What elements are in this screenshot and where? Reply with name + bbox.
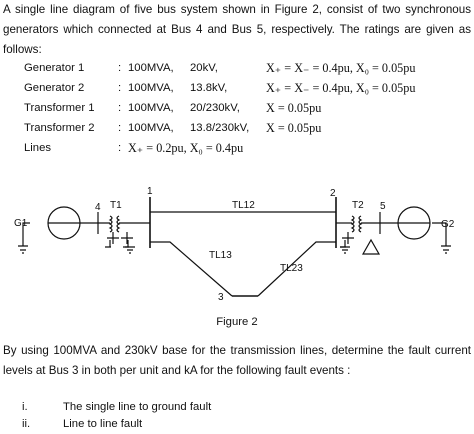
rating-kv: 20/230kV, (190, 102, 240, 114)
bus-3-label: 3 (218, 292, 224, 303)
rating-kv: 13.8kV, (190, 82, 228, 94)
rating-name: Transformer 2 (24, 122, 95, 134)
transformer-2-label: T2 (352, 200, 364, 211)
transformer-1: T1 (105, 200, 150, 254)
rating-separator: : (118, 82, 122, 94)
generator-1: G1 (14, 206, 81, 254)
intro-paragraph: A single line diagram of five bus system… (3, 3, 471, 56)
generator-1-label: G1 (14, 218, 28, 229)
fault-event-number: i. (22, 401, 28, 413)
generator-2: G2 (396, 206, 455, 254)
generator-2-label: G2 (441, 219, 455, 230)
rating-kv: 20kV, (190, 62, 218, 74)
single-line-diagram: G1 4 T1 1 TL12 2 TL13 TL23 3 T2 5 (14, 186, 455, 303)
rating-mva: 100MVA, (128, 62, 174, 74)
line-tl13 (150, 241, 233, 297)
line-tl12-label: TL12 (232, 200, 255, 211)
rating-separator: : (118, 102, 122, 114)
line-tl23 (257, 241, 336, 297)
question-paragraph: By using 100MVA and 230kV base for the t… (3, 344, 471, 377)
rating-mva: 100MVA, (128, 102, 174, 114)
rating-mva: 100MVA, (128, 82, 174, 94)
bus-2-label: 2 (330, 188, 336, 199)
rating-separator: : (118, 122, 122, 134)
rating-name: Generator 2 (24, 82, 85, 94)
transformer-2: T2 (336, 200, 381, 255)
rating-name: Generator 1 (24, 62, 85, 74)
rating-impedance: X₊ = X₋ = 0.4pu, X₀ = 0.05pu (266, 61, 416, 75)
rating-impedance: X = 0.05pu (266, 121, 322, 135)
fault-event-text: The single line to ground fault (63, 401, 212, 413)
bus-4-label: 4 (95, 202, 101, 213)
bus-5-label: 5 (380, 201, 386, 212)
figure-caption: Figure 2 (216, 316, 258, 328)
transformer-1-label: T1 (110, 200, 122, 211)
rating-kv: 13.8/230kV, (190, 122, 250, 134)
rating-name: Lines (24, 142, 52, 154)
rating-impedance: X₊ = X₋ = 0.4pu, X₀ = 0.05pu (266, 81, 416, 95)
rating-impedance: X = 0.05pu (266, 101, 322, 115)
rating-separator: : (118, 142, 122, 154)
fault-event-text: Line to line fault (63, 418, 143, 430)
bus-1-label: 1 (147, 186, 153, 197)
rating-separator: : (118, 62, 122, 74)
rating-line-impedance: X₊ = 0.2pu, X₀ = 0.4pu (128, 141, 244, 155)
fault-event-number: ii. (22, 418, 31, 430)
line-tl13-label: TL13 (209, 250, 232, 261)
rating-mva: 100MVA, (128, 122, 174, 134)
rating-name: Transformer 1 (24, 102, 95, 114)
line-tl23-label: TL23 (280, 263, 303, 274)
